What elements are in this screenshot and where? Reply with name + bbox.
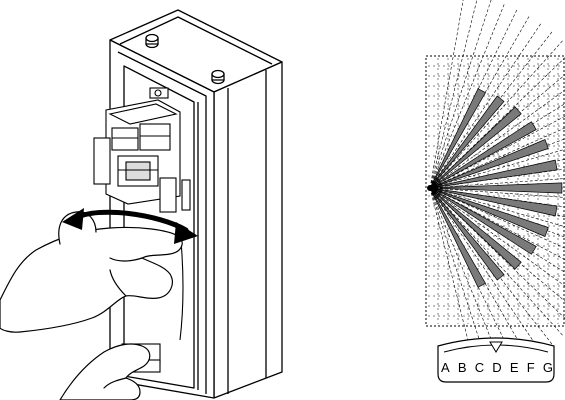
scale-letter: A [441,360,450,375]
housing-top-rim [119,16,273,65]
detection-zone [429,95,505,189]
detection-ray [429,187,543,354]
detection-ray [429,187,565,261]
detection-ray [429,187,565,337]
internal-module [93,87,191,373]
connector-screw [154,89,162,97]
detection-ray [429,0,464,189]
device-housing [109,9,283,399]
hands [0,211,183,400]
housing-side-panel [213,61,283,399]
detection-ray [429,0,492,189]
detection-ray [429,178,565,189]
upper-hand [0,226,183,333]
detection-ray [429,187,565,249]
detection-ray [429,187,565,302]
scale-letter: B [457,360,467,375]
latch-slot [181,179,191,211]
detection-ray [429,0,478,189]
upper-hand-finger-2 [109,269,127,297]
arrow-head-left [62,208,84,230]
lower-hand-finger [103,377,127,389]
detection-zone [429,121,537,189]
adjustment-scale [437,337,555,383]
detection-zone [429,187,537,255]
detection-zone [429,139,549,189]
detection-zone [429,187,549,237]
detection-zone [429,187,558,217]
top-screw-right-cap [211,69,225,79]
detection-ray [429,187,565,319]
detection-ray [429,148,565,189]
detection-zones [429,88,563,288]
rotation-arrow [62,208,198,244]
scale-pointer [489,341,503,353]
detection-zone [429,159,558,189]
front-frame-inner [117,51,207,394]
module-screen [125,161,151,181]
detection-ray [429,57,565,189]
board-top-plate [108,103,178,125]
detection-ray [429,2,506,189]
detection-zone [429,182,563,194]
top-screw-left-cap [145,33,159,43]
detection-zone [429,106,522,189]
lower-hand [59,343,151,400]
scale-badge [437,337,555,383]
arrow-head-right [174,222,198,244]
detection-ray [429,74,565,189]
side-latch [159,177,177,213]
detection-ray [429,187,565,198]
detection-zone [429,187,486,288]
coverage-panel [425,0,565,383]
scale-letter: D [492,360,502,375]
detection-ray [429,187,565,228]
sensor-origin [427,185,433,191]
detection-zone [429,88,486,189]
detection-ray [429,39,565,189]
detection-ray [429,22,543,189]
upper-hand-finger-1 [109,257,143,262]
module-bracket [93,137,111,185]
scale-letter: C [474,360,485,375]
module-block-1 [111,127,139,151]
detection-ray [429,127,565,189]
scale-letters: A B C D E F G [441,360,553,375]
detection-zone [429,187,522,270]
scale-letter: E [509,360,519,375]
detection-zone [429,187,505,281]
module-block-2 [139,123,171,151]
scale-letter: F [526,360,535,375]
scale-letter: G [542,360,553,375]
detection-ray [429,115,565,189]
